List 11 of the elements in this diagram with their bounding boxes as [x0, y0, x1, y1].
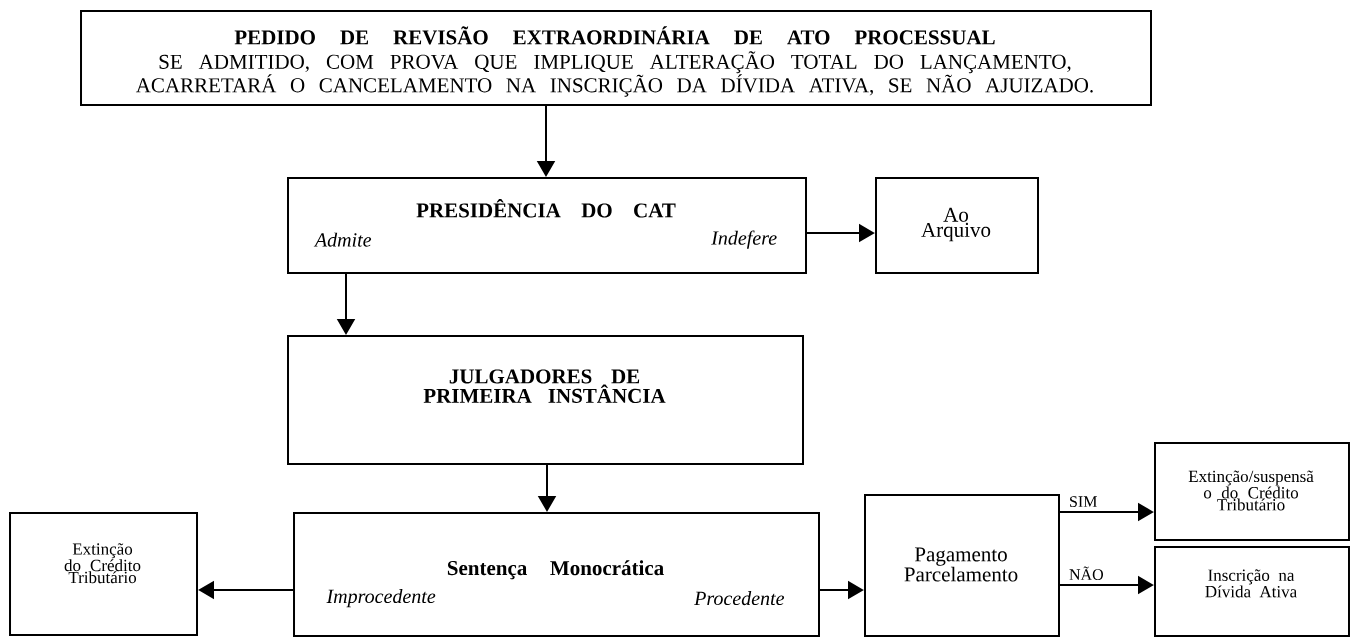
process-box: Extinção do Crédito Tributário [9, 512, 198, 636]
process-box: Inscrição na Dívida Ativa [1154, 546, 1350, 637]
process-box: PRESIDÊNCIA DO CAT Admite Indefere [287, 177, 807, 274]
process-box: Sentença Monocrática Improcedente Procedente [293, 512, 820, 637]
process-box: JULGADORES DE PRIMEIRA INSTÂNCIA [287, 335, 804, 465]
process-box: PEDIDO DE REVISÃO EXTRAORDINÁRIA DE ATO PROCESSUAL SE ADMITIDO, COM PROVA QUE IMPLIQUE ALTERAÇÃO TOTAL DO LANÇAMENTO, ACARRETARÁ O CANCELAMENTO NA INSCRIÇÃO DA DÍVIDA ATIVA, SE NÃO AJUIZADO. [80, 10, 1152, 106]
process-box: Ao Arquivo [875, 177, 1039, 274]
edge-label: SIM [1067, 494, 1100, 509]
process-box: Extinção/suspensã o do Crédito Tributário [1154, 442, 1350, 541]
process-box: Pagamento Parcelamento [864, 494, 1060, 637]
edge-label: NÃO [1067, 564, 1106, 582]
